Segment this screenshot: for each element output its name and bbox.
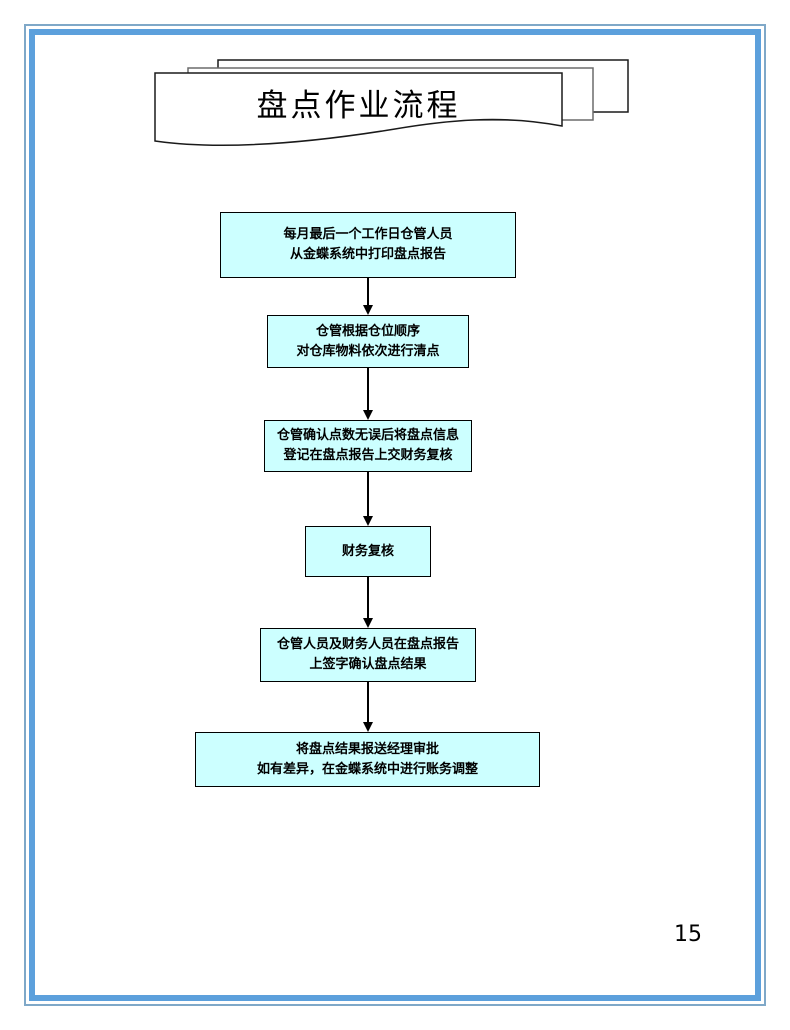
flow-step-sign-confirm: 仓管人员及财务人员在盘点报告 上签字确认盘点结果	[260, 628, 476, 682]
page-border-outer	[24, 24, 766, 1006]
flow-step-finance-review: 财务复核	[305, 526, 431, 577]
page-number: 15	[674, 922, 702, 947]
arrow-head-icon	[363, 618, 373, 628]
flow-step-register-submit: 仓管确认点数无误后将盘点信息 登记在盘点报告上交财务复核	[264, 420, 472, 472]
flow-step-text: 登记在盘点报告上交财务复核	[283, 448, 453, 463]
flow-step-text: 财务复核	[341, 543, 394, 559]
flow-step-text: 仓管人员及财务人员在盘点报告	[276, 637, 459, 652]
flow-step-text: 从金蝶系统中打印盘点报告	[289, 247, 446, 262]
flow-step-print-report: 每月最后一个工作日仓管人员 从金蝶系统中打印盘点报告	[220, 212, 516, 278]
flow-step-text: 仓管确认点数无误后将盘点信息	[276, 428, 459, 443]
page-title: 盘点作业流程	[256, 88, 461, 124]
flow-step-text: 上签字确认盘点结果	[309, 657, 427, 672]
title-banner-shape	[154, 59, 629, 147]
arrow-head-icon	[363, 516, 373, 526]
flow-step-text: 如有差异，在金蝶系统中进行账务调整	[256, 761, 478, 777]
arrow-shaft	[367, 368, 369, 411]
arrow-head-icon	[363, 410, 373, 420]
arrow-shaft	[367, 472, 369, 517]
flow-step-text: 每月最后一个工作日仓管人员	[283, 227, 453, 242]
arrow-head-icon	[363, 305, 373, 315]
flow-step-text: 对仓库物料依次进行清点	[296, 343, 440, 359]
arrow-shaft	[367, 577, 369, 619]
flow-arrow-1	[363, 278, 373, 315]
arrow-head-icon	[363, 722, 373, 732]
flow-step-text: 将盘点结果报送经理审批	[295, 741, 439, 757]
page-border-inner	[29, 29, 761, 1001]
flow-step-count-by-bin: 仓管根据仓位顺序 对仓库物料依次进行清点	[267, 315, 469, 368]
flow-step-text: 仓管根据仓位顺序	[315, 323, 420, 339]
flow-arrow-2	[363, 368, 373, 420]
flow-arrow-5	[363, 682, 373, 732]
flow-arrow-3	[363, 472, 373, 526]
flow-step-manager-approval: 将盘点结果报送经理审批 如有差异，在金蝶系统中进行账务调整	[195, 732, 540, 787]
flow-arrow-4	[363, 577, 373, 628]
arrow-shaft	[367, 682, 369, 723]
arrow-shaft	[367, 278, 369, 306]
title-banner: 盘点作业流程	[130, 50, 640, 162]
